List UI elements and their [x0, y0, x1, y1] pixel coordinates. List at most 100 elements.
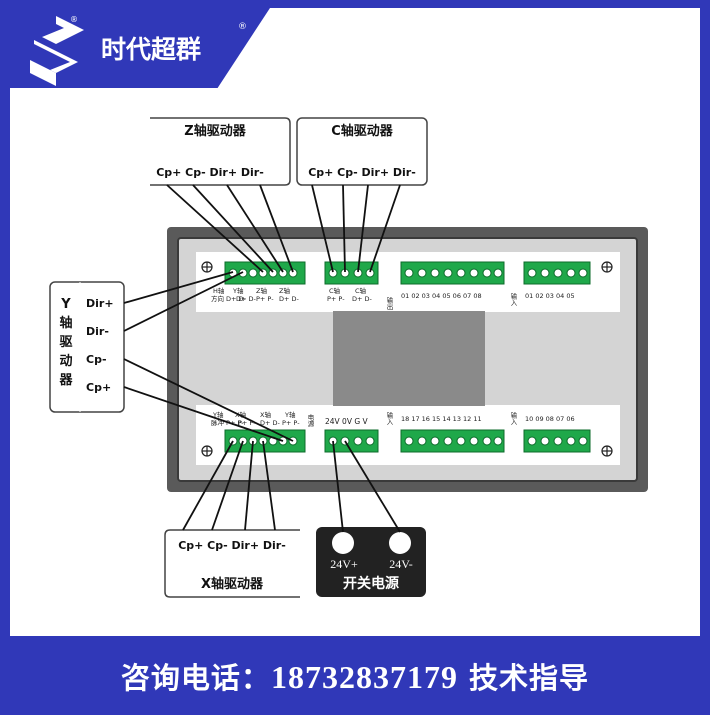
terminal-block-bottom-inputs-a [400, 429, 505, 453]
wire-z-cp-minus [192, 184, 274, 273]
power-supply-box: 24V+ 24V- 开关电源 [316, 527, 426, 597]
z-driver-pins: Cp+ Cp- Dir+ Dir- [156, 166, 264, 179]
top-output-label: 输出 [385, 296, 393, 312]
terminal-block-top-outputs [400, 261, 505, 285]
frame-left-border [0, 0, 10, 715]
brand-s-icon [30, 16, 84, 86]
y-driver-title-2: 轴 [59, 315, 72, 331]
y-driver-title-5: 器 [58, 373, 73, 388]
contact-footer: 咨询电话：18732837179 技术指导 [0, 636, 710, 715]
wire-y-cp-plus [123, 386, 284, 442]
y-pin-dir-minus: Dir- [86, 325, 109, 338]
power-plus-terminal [332, 532, 354, 554]
bottom-input-label-b: 输入 [509, 411, 517, 426]
wire-group-c [311, 184, 401, 273]
frame-right-border [700, 0, 710, 715]
wire-z-dir-minus [259, 184, 294, 273]
wire-y-cp-minus [123, 358, 294, 442]
top-sub-3: P+ P- [256, 295, 274, 303]
top-sub-4: D+ D- [279, 295, 300, 303]
top-label-4: Z轴 [279, 286, 290, 295]
x-driver-title: X轴驱动器 [201, 576, 264, 592]
wire-z-dir-plus [226, 184, 284, 273]
footer-phone: 18732837179 [270, 658, 458, 695]
wire-c-cp-plus [311, 184, 334, 273]
bottom-label-2: X轴 [235, 410, 246, 419]
y-driver-title-1: Y [60, 297, 71, 312]
wire-x-cp-plus [182, 440, 234, 531]
brand-name: 时代超群 [101, 35, 202, 64]
top-label-1: H轴 [213, 286, 225, 295]
top-c-sub-1: P+ P- [327, 295, 345, 303]
bottom-label-4: Y轴 [284, 410, 296, 419]
wire-group-power [332, 440, 401, 533]
power-minus-terminal [389, 532, 411, 554]
screw-icon [201, 261, 613, 457]
bottom-power-pins: 24V 0V G V [325, 417, 369, 426]
bottom-power-label: 电源 [306, 413, 314, 429]
top-outputs: 01 02 03 04 05 06 07 08 [401, 292, 482, 300]
wire-c-dir-plus [357, 184, 369, 273]
footer-text: 咨询电话：18732837179 技术指导 [121, 655, 589, 697]
z-driver-title: Z轴驱动器 [184, 123, 246, 139]
terminal-block-top-inputs [523, 261, 591, 285]
bottom-input-label-a: 输入 [385, 411, 393, 426]
power-plus-label: 24V+ [330, 557, 358, 571]
top-label-2: Y轴 [232, 286, 244, 295]
c-driver-box: C轴驱动器 Cp+ Cp- Dir+ Dir- [296, 117, 428, 186]
top-sub-2: D+ D- [236, 295, 257, 303]
top-prefix-label: 方向 [211, 294, 224, 303]
top-c-label-2: C轴 [355, 286, 367, 295]
terminal-block-top-c-axis [324, 261, 379, 285]
diagram-canvas: 方向 H轴 Y轴 Z轴 Z轴 D+ D- D+ D- P+ P- D+ D- C… [49, 117, 648, 598]
wire-y-dir-plus [123, 271, 234, 304]
terminal-block-top-axis [224, 261, 306, 285]
top-sub-1: D+ D- [226, 295, 247, 303]
bottom-sub-2: P+ P- [238, 419, 256, 427]
top-input-label: 输入 [509, 292, 517, 307]
top-label-3: Z轴 [256, 286, 267, 295]
wire-group-z [166, 184, 294, 273]
bottom-sub-1: P+ P- [226, 419, 244, 427]
z-driver-box: Z轴驱动器 Cp+ Cp- Dir+ Dir- [150, 117, 291, 186]
wire-x-dir-plus [244, 440, 254, 531]
c-driver-title: C轴驱动器 [331, 123, 394, 139]
footer-label: 咨询电话： [120, 660, 271, 695]
brand-reg-mark: ® [238, 22, 247, 32]
x-driver-pins: Cp+ Cp- Dir+ Dir- [178, 539, 286, 552]
brand-logo: ® 时代超群 ® [8, 8, 270, 88]
wire-group-y [123, 271, 294, 442]
y-pin-dir-plus: Dir+ [86, 297, 114, 310]
wire-power-plus [332, 440, 344, 533]
wire-z-cp-plus [166, 184, 264, 273]
c-driver-pins: Cp+ Cp- Dir+ Dir- [308, 166, 416, 179]
x-driver-box: Cp+ Cp- Dir+ Dir- X轴驱动器 [164, 529, 300, 598]
bottom-label-1: Y轴 [212, 410, 224, 419]
terminal-block-bottom-inputs-b [523, 429, 591, 453]
terminal-block-bottom-axis [224, 429, 306, 453]
footer-suffix: 技术指导 [469, 660, 590, 695]
bottom-label-3: X轴 [260, 410, 271, 419]
wire-x-cp-minus [211, 440, 244, 531]
brand-reg-mark-small: ® [70, 15, 78, 24]
top-inputs: 01 02 03 04 05 [525, 292, 575, 300]
wire-c-cp-minus [342, 184, 346, 273]
wire-power-minus [344, 440, 401, 533]
y-pin-cp-plus: Cp+ [86, 381, 111, 394]
y-driver-box: Y 轴 驱 动 器 Dir+ Dir- Cp- Cp+ [49, 281, 125, 413]
frame-top-border [0, 0, 710, 8]
power-minus-label: 24V- [389, 557, 413, 571]
wire-x-dir-minus [262, 440, 276, 531]
wire-group-x [182, 440, 276, 531]
y-driver-title-3: 驱 [59, 335, 72, 350]
top-c-label-1: C轴 [329, 286, 341, 295]
bottom-sub-4: P+ P- [282, 419, 300, 427]
power-supply-label: 开关电源 [343, 575, 399, 592]
bottom-sub-3: D+ D- [260, 419, 281, 427]
wire-c-dir-minus [369, 184, 401, 273]
top-c-sub-2: D+ D- [352, 295, 373, 303]
bottom-inputs-a: 18 17 16 15 14 13 12 11 [401, 415, 482, 423]
bottom-prefix-label: 脉冲 [211, 418, 225, 427]
y-driver-title-4: 动 [59, 354, 72, 369]
bottom-inputs-b: 10 09 08 07 06 [525, 415, 575, 423]
